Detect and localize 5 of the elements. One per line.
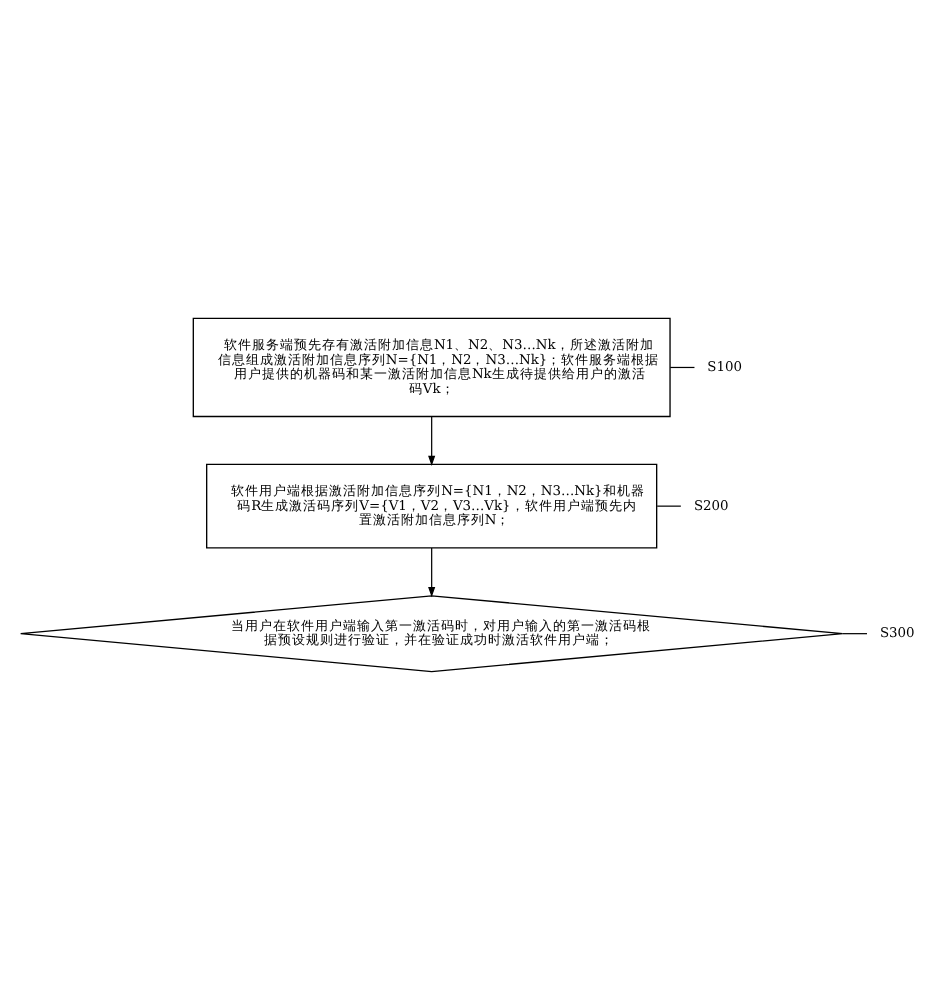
arrow [428, 416, 436, 466]
connector [842, 633, 868, 635]
connector [669, 366, 696, 369]
connector [656, 505, 682, 507]
arrow [428, 547, 436, 598]
